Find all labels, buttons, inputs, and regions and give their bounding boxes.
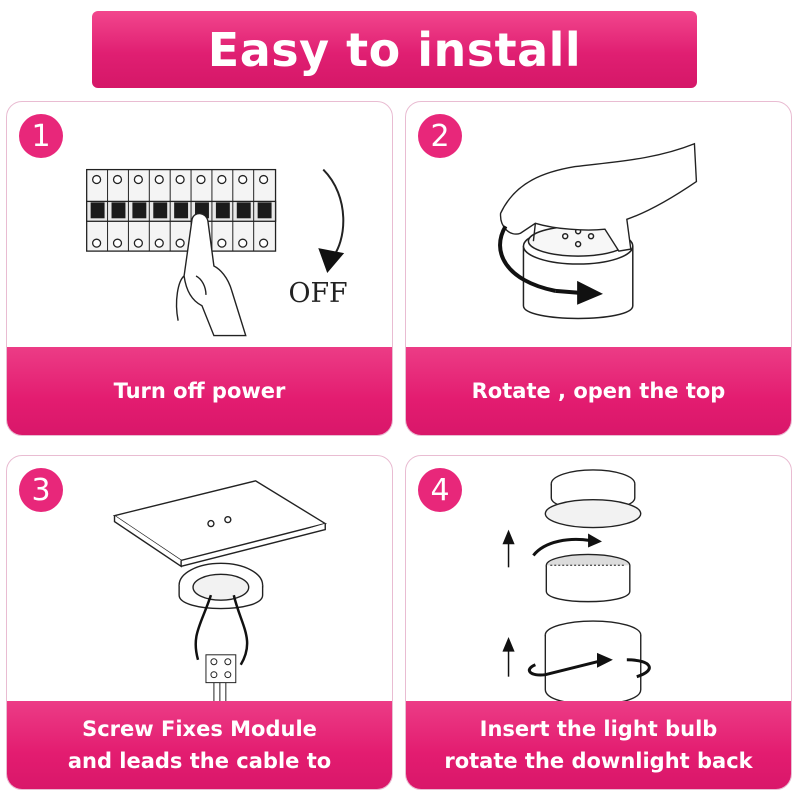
step-number-badge: 4 [418, 468, 462, 512]
rotate-arrow-icon [527, 537, 651, 679]
step-caption: Rotate , open the top [406, 347, 791, 435]
off-label: OFF [288, 278, 347, 309]
downlight-housing-icon [544, 469, 642, 529]
step-number-badge: 2 [418, 114, 462, 158]
downlight-housing-icon [178, 562, 264, 610]
rotate-housing-illustration [498, 142, 698, 320]
step-number: 1 [31, 118, 51, 154]
bulb-insert-illustration [502, 469, 651, 706]
title-banner: Easy to install [92, 11, 697, 88]
step-caption: Turn off power [7, 347, 392, 435]
step-caption-line: Rotate , open the top [471, 379, 726, 403]
circuit-breaker-illustration: OFF [86, 168, 348, 337]
ceiling-mount-illustration [112, 480, 328, 705]
rotate-arrow-icon [498, 225, 603, 305]
step-number: 4 [430, 472, 450, 508]
circuit-breaker-icon [86, 168, 277, 252]
step-card-1: OFF 1 Turn off power [6, 101, 393, 436]
step-number: 3 [31, 472, 51, 508]
hand-icon [175, 212, 247, 337]
hand-icon [499, 142, 698, 252]
step-caption-line: and leads the cable to [67, 749, 332, 773]
step-caption-line: Turn off power [113, 379, 286, 403]
cable-icon [194, 594, 249, 666]
step-caption: Insert the light bulb rotate the downlig… [406, 701, 791, 789]
rotate-arrow-head [588, 533, 602, 548]
arrow-up-icon [502, 529, 515, 677]
ceiling-panel-icon [112, 480, 328, 568]
rotate-arrow-head [597, 652, 613, 668]
step-number-badge: 3 [19, 468, 63, 512]
page-title: Easy to install [207, 22, 582, 77]
step-caption-line: rotate the downlight back [444, 749, 753, 773]
step-caption-line: Screw Fixes Module [82, 717, 317, 741]
step-number: 2 [430, 118, 450, 154]
arrow-down-icon [318, 168, 345, 273]
step-card-3: 3 Screw Fixes Module and leads the cable… [6, 455, 393, 790]
step-card-2: 2 Rotate , open the top [405, 101, 792, 436]
step-caption-line: Insert the light bulb [479, 717, 718, 741]
light-bulb-module-icon [545, 553, 631, 603]
step-number-badge: 1 [19, 114, 63, 158]
step-caption: Screw Fixes Module and leads the cable t… [7, 701, 392, 789]
step-card-4: 4 Insert the light bulb rotate the downl… [405, 455, 792, 790]
terminal-block [205, 654, 237, 705]
